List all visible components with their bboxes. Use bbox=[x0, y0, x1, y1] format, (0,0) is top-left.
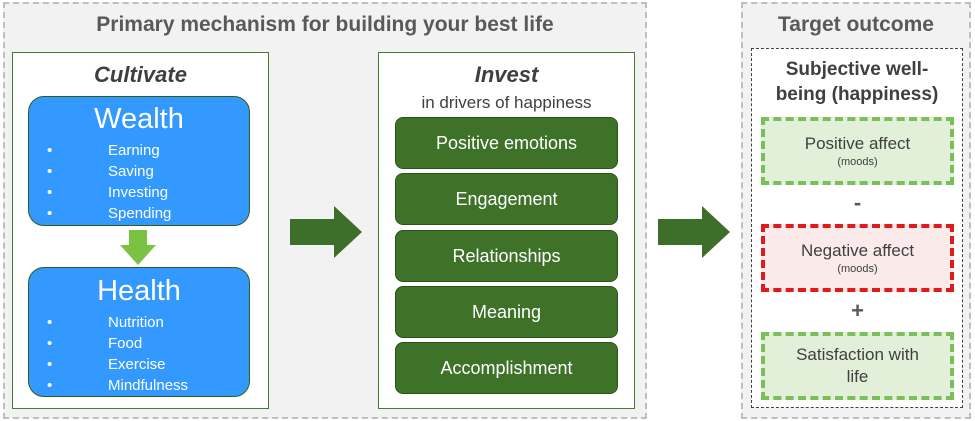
list-item: •Investing bbox=[47, 184, 169, 201]
list-item: •Mindfulness bbox=[47, 377, 189, 394]
cultivate-title: Cultivate bbox=[94, 62, 187, 87]
bullet-icon: • bbox=[47, 356, 53, 373]
list-item: •Food bbox=[47, 335, 143, 352]
wellbeing-heading-line1: Subjective well- bbox=[785, 59, 929, 80]
right-arrow-icon bbox=[658, 206, 730, 258]
invest-subtitle: in drivers of happiness bbox=[421, 93, 592, 112]
target-outcome-title: Target outcome bbox=[778, 13, 934, 36]
driver-meaning: Meaning bbox=[395, 286, 618, 338]
bullet-icon: • bbox=[47, 205, 53, 222]
down-arrow-icon bbox=[120, 230, 156, 265]
life-satisfaction-line1: Satisfaction with bbox=[796, 345, 919, 364]
mechanism-panel-title: Primary mechanism for building your best… bbox=[96, 13, 554, 36]
health-title: Health bbox=[97, 275, 181, 307]
wealth-list: •Earning •Saving •Investing •Spending bbox=[47, 140, 171, 224]
list-item: •Spending bbox=[47, 205, 172, 222]
driver-relationships: Relationships bbox=[395, 230, 618, 282]
right-arrow-icon bbox=[290, 206, 362, 258]
negative-affect-sub: (moods) bbox=[837, 263, 878, 275]
negative-affect-box: Negative affect (moods) bbox=[761, 224, 954, 292]
positive-affect-sub: (moods) bbox=[837, 156, 878, 168]
wellbeing-heading-line2: being (happiness) bbox=[775, 84, 939, 105]
driver-engagement: Engagement bbox=[395, 173, 618, 225]
bullet-icon: • bbox=[47, 184, 53, 201]
list-item: •Nutrition bbox=[47, 314, 164, 331]
positive-affect-label: Positive affect bbox=[804, 134, 911, 153]
minus-sign: - bbox=[853, 190, 862, 215]
list-item: •Saving bbox=[47, 163, 154, 180]
list-item: •Exercise bbox=[47, 356, 166, 373]
life-satisfaction-line2: life bbox=[846, 367, 869, 386]
plus-sign: + bbox=[851, 298, 864, 323]
health-box: Health •Nutrition •Food •Exercise •Mindf… bbox=[28, 267, 250, 397]
bullet-icon: • bbox=[47, 377, 53, 394]
list-item: •Earning bbox=[47, 142, 160, 159]
driver-accomplishment: Accomplishment bbox=[395, 342, 618, 394]
bullet-icon: • bbox=[47, 163, 53, 180]
wealth-box: Wealth •Earning •Saving •Investing •Spen… bbox=[28, 96, 250, 226]
health-list: •Nutrition •Food •Exercise •Mindfulness bbox=[47, 312, 188, 396]
positive-affect-box: Positive affect (moods) bbox=[761, 117, 954, 185]
bullet-icon: • bbox=[47, 335, 53, 352]
driver-positive-emotions: Positive emotions bbox=[395, 117, 618, 169]
life-satisfaction-box: Satisfaction with life bbox=[761, 332, 954, 400]
wealth-title: Wealth bbox=[94, 103, 184, 135]
negative-affect-label: Negative affect bbox=[800, 241, 915, 260]
bullet-icon: • bbox=[47, 314, 53, 331]
invest-title: Invest bbox=[474, 62, 539, 87]
bullet-icon: • bbox=[47, 142, 53, 159]
